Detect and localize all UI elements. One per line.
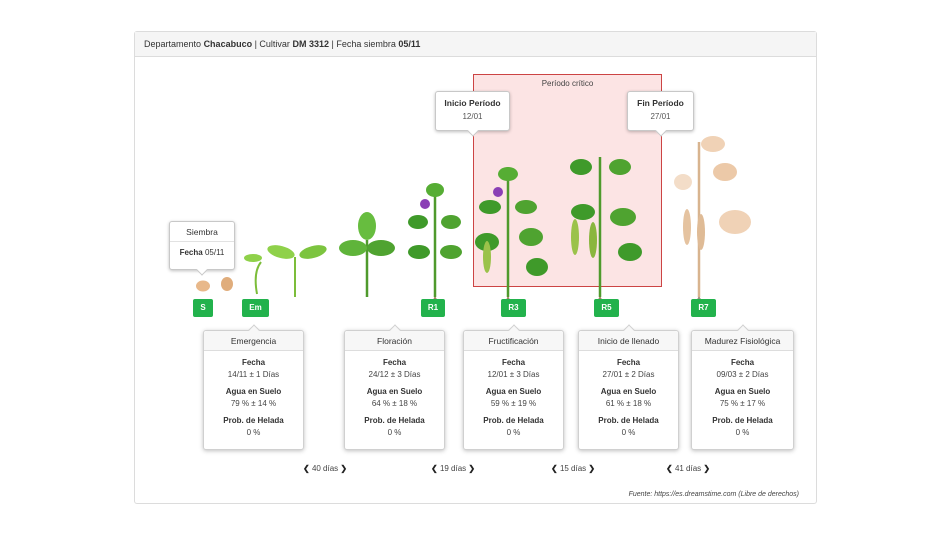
stage-badge-em[interactable]: Em	[242, 299, 269, 317]
stage-card-fructificacion: Fructificación Fecha 12/01 ± 3 Días Agua…	[463, 324, 564, 450]
agua-value: 64 % ± 18 %	[371, 399, 418, 408]
dept-label: Departamento	[144, 39, 202, 49]
plant-seed-fill-icon	[570, 157, 642, 302]
agua-value: 61 % ± 18 %	[605, 399, 652, 408]
stage-card-inicio-llenado: Inicio de llenado Fecha 27/01 ± 2 Días A…	[578, 324, 679, 450]
chevron-right-icon[interactable]: ❯	[340, 464, 348, 473]
stage-badge-r1[interactable]: R1	[421, 299, 445, 317]
interval-1: ❮ 40 días ❯	[303, 464, 347, 473]
helada-label: Prob. de Helada	[598, 416, 659, 425]
helada-value: 0 %	[735, 428, 750, 437]
chevron-right-icon[interactable]: ❯	[588, 464, 596, 473]
stage-card-floracion: Floración Fecha 24/12 ± 3 Días Agua en S…	[344, 324, 445, 450]
stage-badge-r5[interactable]: R5	[594, 299, 619, 317]
critical-period-label: Período crítico	[541, 79, 594, 88]
helada-value: 0 %	[506, 428, 521, 437]
agua-value: 75 % ± 17 %	[719, 399, 766, 408]
helada-value: 0 %	[621, 428, 636, 437]
fecha-value: 09/03 ± 2 Días	[716, 370, 769, 379]
helada-value: 0 %	[387, 428, 402, 437]
seedling-emergence-icon	[244, 254, 262, 295]
interval-label: 19 días	[439, 464, 467, 473]
plant-flowering-icon	[408, 183, 462, 302]
critical-end-title: Fin Período	[637, 98, 684, 108]
card-title: Inicio de llenado	[579, 331, 678, 351]
panel-header: Departamento Chacabuco | Cultivar DM 331…	[135, 32, 816, 57]
helada-label: Prob. de Helada	[223, 416, 284, 425]
critical-end-tooltip: Fin Período 27/01	[627, 91, 694, 137]
siembra-date-label: Fecha	[179, 248, 203, 257]
sowing-value: 05/11	[398, 39, 421, 49]
card-title: Madurez Fisiológica	[692, 331, 793, 351]
interval-4: ❮ 41 días ❯	[666, 464, 710, 473]
agua-value: 59 % ± 19 %	[490, 399, 537, 408]
chevron-left-icon[interactable]: ❮	[303, 464, 310, 473]
interval-label: 15 días	[559, 464, 587, 473]
critical-start-date: 12/01	[462, 112, 483, 121]
fecha-value: 14/11 ± 1 Días	[227, 370, 280, 379]
plant-vegetative-icon	[339, 212, 395, 297]
interval-2: ❮ 19 días ❯	[431, 464, 475, 473]
seed-icon	[221, 277, 233, 291]
siembra-title: Siembra	[170, 222, 234, 242]
phenology-panel: Departamento Chacabuco | Cultivar DM 331…	[134, 31, 817, 504]
siembra-tooltip: Siembra Fecha 05/11	[169, 221, 235, 276]
card-title: Floración	[345, 331, 444, 351]
chevron-left-icon[interactable]: ❮	[431, 464, 438, 473]
stage-card-emergencia: Emergencia Fecha 14/11 ± 1 Días Agua en …	[203, 324, 304, 450]
fecha-label: Fecha	[501, 358, 526, 367]
seedling-cotyledon-icon	[267, 245, 327, 297]
helada-value: 0 %	[246, 428, 261, 437]
agua-label: Agua en Suelo	[366, 387, 423, 396]
chevron-left-icon[interactable]: ❮	[666, 464, 673, 473]
helada-label: Prob. de Helada	[712, 416, 773, 425]
fecha-label: Fecha	[382, 358, 407, 367]
card-title: Emergencia	[204, 331, 303, 351]
stage-badge-r3[interactable]: R3	[501, 299, 526, 317]
helada-label: Prob. de Helada	[483, 416, 544, 425]
critical-end-date: 27/01	[650, 112, 671, 121]
fecha-label: Fecha	[241, 358, 266, 367]
agua-label: Agua en Suelo	[714, 387, 771, 396]
agua-value: 79 % ± 14 %	[230, 399, 277, 408]
agua-label: Agua en Suelo	[485, 387, 542, 396]
fecha-value: 27/01 ± 2 Días	[602, 370, 655, 379]
critical-start-title: Inicio Período	[444, 98, 501, 108]
fecha-value: 24/12 ± 3 Días	[368, 370, 421, 379]
fecha-label: Fecha	[730, 358, 755, 367]
agua-label: Agua en Suelo	[600, 387, 657, 396]
cultivar-value: DM 3312	[292, 39, 329, 49]
agua-label: Agua en Suelo	[225, 387, 282, 396]
interval-label: 40 días	[311, 464, 339, 473]
siembra-date: 05/11	[204, 248, 225, 257]
card-title: Fructificación	[464, 331, 563, 351]
chevron-right-icon[interactable]: ❯	[468, 464, 476, 473]
fecha-label: Fecha	[616, 358, 641, 367]
plant-mature-icon	[674, 136, 751, 302]
plant-pod-icon	[475, 167, 548, 302]
stage-card-madurez: Madurez Fisiológica Fecha 09/03 ± 2 Días…	[691, 324, 794, 450]
helada-label: Prob. de Helada	[364, 416, 425, 425]
critical-start-tooltip: Inicio Período 12/01	[435, 91, 510, 137]
chevron-left-icon[interactable]: ❮	[551, 464, 558, 473]
interval-3: ❮ 15 días ❯	[551, 464, 595, 473]
sowing-label: Fecha siembra	[336, 39, 396, 49]
fecha-value: 12/01 ± 3 Días	[487, 370, 540, 379]
plant-illustration	[196, 136, 751, 302]
dept-value: Chacabuco	[203, 39, 253, 49]
chevron-right-icon[interactable]: ❯	[703, 464, 711, 473]
stage-badge-r7[interactable]: R7	[691, 299, 716, 317]
interval-label: 41 días	[674, 464, 702, 473]
image-source-credit: Fuente: https://es.dreamstime.com (Libre…	[628, 491, 799, 498]
seed-icon	[196, 280, 210, 292]
cultivar-label: Cultivar	[259, 39, 290, 49]
stage-badge-s[interactable]: S	[193, 299, 213, 317]
